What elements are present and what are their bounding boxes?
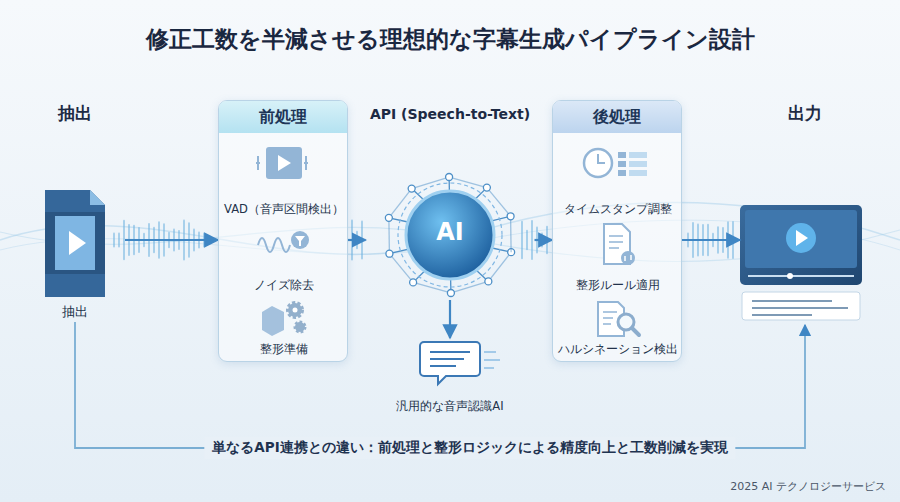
ai-network (410, 279, 417, 286)
ai-network (447, 289, 454, 296)
video-file-icon (45, 190, 105, 297)
waveform-bars (526, 231, 528, 250)
api-node: API (Speech-to-Text) AI (366, 100, 535, 300)
video-file-icon (45, 190, 105, 297)
chat-bubble-icon (420, 342, 500, 384)
waveform-bars (113, 234, 115, 247)
process-item: ノイズ除去 (222, 223, 346, 295)
source-video: 抽出抽出 (25, 102, 125, 322)
ai-network (451, 281, 488, 293)
video-player-icon (752, 301, 848, 315)
output-video: 出力 (740, 102, 870, 325)
waveform-bars (521, 222, 523, 258)
video-file-icon (55, 216, 95, 270)
video-player-icon (796, 230, 808, 246)
node-text: 整形ルール適用 (576, 278, 660, 295)
video-file-icon (69, 231, 86, 255)
process-item: ハルシネーション検出 (554, 299, 682, 359)
flow-arrow (682, 239, 740, 241)
video-file-icon (45, 212, 105, 274)
process-item: タイムスタンプ調整 (556, 141, 680, 219)
chat-bubble-icon (484, 352, 500, 368)
ai-network (446, 174, 453, 181)
ai-network (485, 278, 492, 285)
ai-network (386, 250, 393, 257)
video-player-icon (740, 205, 862, 320)
waveform-bars (531, 221, 533, 259)
chat-bubble-icon (420, 342, 480, 384)
node-text: VAD（音声区間検出） (224, 202, 344, 219)
node-text: 汎用的な音声認識AI (396, 399, 503, 416)
node-text: タイムスタンプ調整 (564, 202, 672, 219)
video-player-icon (786, 223, 816, 253)
ai-network (510, 216, 512, 252)
video-player-icon (787, 273, 793, 279)
node-text: ノイズ除去 (254, 278, 314, 295)
flow-arrow (125, 239, 218, 241)
waveform-bars (118, 234, 120, 247)
node-text: ハルシネーション検出 (558, 342, 678, 359)
recognizer-note: 汎用的な音声認識AI (380, 338, 520, 416)
node-subtext: AI (436, 218, 464, 246)
preprocess-panel: 前処理 VAD（音声区間検出） ノイズ除去整形準備 (218, 100, 348, 362)
node-text: 出力 (788, 102, 822, 125)
node-text: 前処理 (219, 101, 347, 133)
node-text: 後処理 (553, 101, 681, 133)
process-item: 整形準備 (222, 299, 346, 359)
node-text: 抽出 (58, 102, 92, 125)
postprocess-panel: 後処理タイムスタンプ調整整形ルール適用ハルシネーション検出 (552, 100, 682, 362)
process-item: 整形ルール適用 (556, 223, 680, 295)
chat-bubble-icon (430, 352, 470, 366)
ai-network (488, 252, 511, 281)
video-file-icon (90, 190, 105, 205)
ai-brain-icon (398, 183, 502, 287)
ai-brain-icon (398, 183, 502, 287)
waveform-bars (123, 221, 125, 260)
ai-network (385, 174, 514, 297)
ai-network (388, 218, 390, 254)
flow-arrow (535, 239, 553, 241)
ai-brain-icon (406, 191, 494, 279)
ai-network (507, 213, 514, 220)
footer-note: 2025 AI テクノロジーサービス (730, 479, 886, 494)
ai-network (483, 184, 490, 191)
process-item: VAD（音声区間検出） (220, 141, 348, 219)
connector-label: 単なるAPI連携との違い：前処理と整形ロジックによる精度向上と工数削減を実現 (204, 437, 735, 459)
video-player-icon (740, 205, 862, 285)
diagram-title: 修正工数を半減させる理想的な字幕生成パイプライン設計 (0, 24, 900, 55)
flow-arrow (449, 300, 451, 338)
connectors (75, 240, 805, 448)
node-subtext: 抽出 (62, 303, 88, 322)
ai-network (408, 185, 415, 192)
video-player-icon (745, 210, 857, 268)
feedback-connector (75, 322, 805, 448)
flow-arrow (348, 239, 366, 241)
video-player-icon (748, 275, 854, 277)
node-text: API (Speech-to-Text) (370, 106, 530, 122)
video-player-icon (742, 292, 860, 320)
ai-network (385, 214, 392, 221)
node-text: 整形準備 (260, 342, 308, 359)
